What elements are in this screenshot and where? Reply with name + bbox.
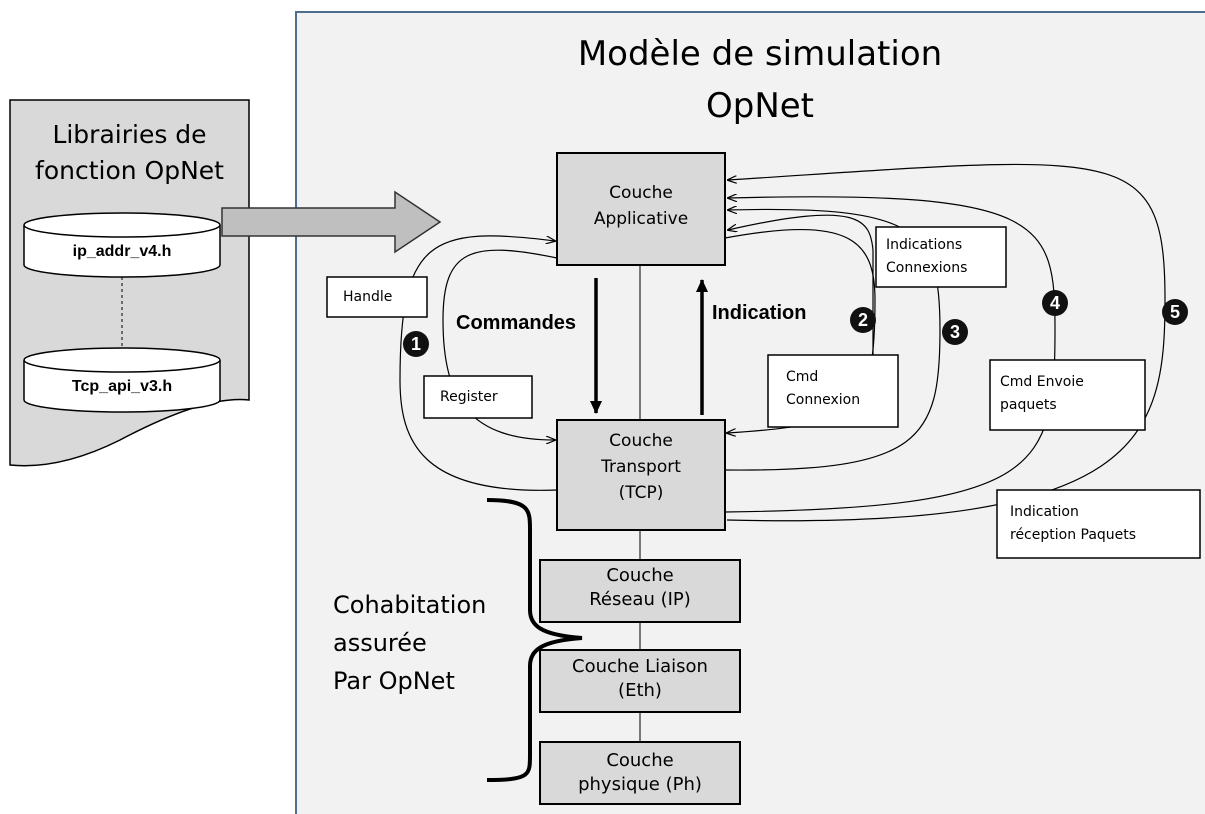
- loop-1-outer: [399, 235, 558, 491]
- indications-connexions-box: [875, 226, 1007, 288]
- layer-physical-label: Couche physique (Ph): [578, 750, 702, 795]
- cmd-connexion-box: [767, 354, 899, 428]
- layer-application-label: Couche Applicative: [593, 183, 689, 229]
- loop-2-ind: [728, 214, 874, 360]
- layer-link-box: [539, 649, 741, 713]
- indication-reception-label: Indication réception Paquets: [1010, 504, 1137, 543]
- cohabitation-brace: [486, 498, 583, 782]
- cylinder-ip-addr: [23, 212, 221, 278]
- loop-1-inner: [442, 249, 558, 440]
- cmd-envoie-label: Cmd Envoie paquets: [1000, 374, 1084, 413]
- cmd-envoie-box: [989, 359, 1146, 431]
- indication-label: Indication: [712, 302, 807, 324]
- cmd-connexion-label: Cmd Connexion: [786, 369, 861, 408]
- badge-4: 4: [1042, 290, 1068, 316]
- layer-transport-box: [556, 419, 726, 531]
- commandes-label: Commandes: [456, 312, 577, 334]
- loop-3: [724, 209, 941, 471]
- handle-label: Handle: [343, 289, 393, 305]
- cohabitation-label: Cohabitation assurée Par OpNet: [333, 591, 487, 695]
- badge-3: 3: [942, 319, 968, 345]
- badge-5: 5: [1162, 299, 1188, 325]
- library-title: Librairies de fonction OpNet: [35, 120, 224, 185]
- layer-physical-box: [539, 741, 741, 805]
- register-box: [423, 375, 533, 419]
- handle-box: [326, 276, 428, 318]
- file-ip-addr: ip_addr_v4.h: [72, 243, 172, 260]
- layer-link-label: Couche Liaison (Eth): [572, 656, 708, 701]
- register-label: Register: [440, 389, 498, 405]
- badge-1: 1: [403, 331, 429, 357]
- badge-2: 2: [850, 307, 876, 333]
- layer-application-box: [556, 152, 726, 266]
- indication-reception-box: [996, 489, 1201, 559]
- indications-connexions-label: Indications Connexions: [886, 237, 968, 276]
- layer-transport-label: Couche Transport (TCP): [601, 431, 681, 503]
- library-to-app-arrow: [221, 190, 442, 254]
- layer-network-label: Couche Réseau (IP): [589, 565, 691, 610]
- cylinder-tcp-api: [23, 347, 221, 413]
- model-title: Modèle de simulation OpNet: [577, 34, 943, 126]
- file-tcp-api: Tcp_api_v3.h: [71, 378, 173, 395]
- loop-4: [724, 197, 1056, 513]
- layer-network-box: [539, 559, 741, 623]
